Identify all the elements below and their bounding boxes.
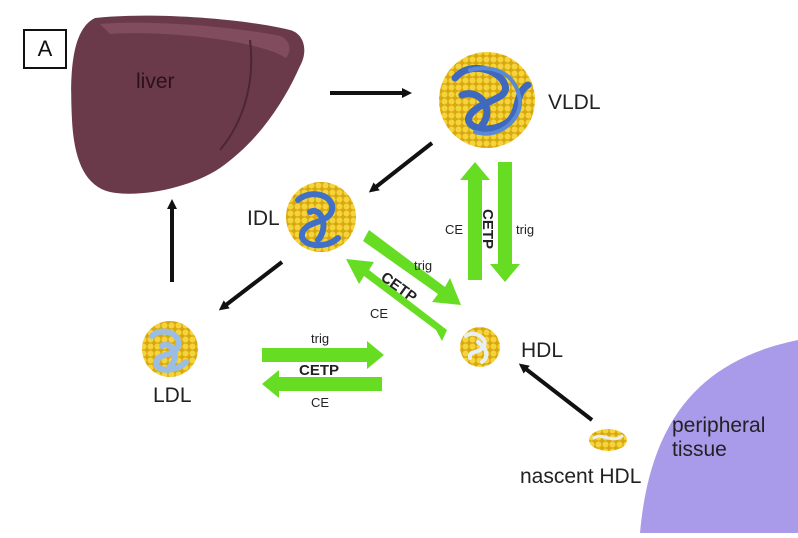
ldl-hdl-ce-label: CE: [311, 395, 330, 410]
arrow-ldl-to-hdl-trig: [262, 341, 384, 369]
arrow-idl-to-hdl-trig: [363, 230, 461, 305]
liver-shape: [71, 15, 305, 194]
peripheral-tissue-label-line1: peripheral: [672, 414, 766, 437]
arrow-hdl-to-idl-ce: [346, 259, 447, 341]
hdl-label: HDL: [521, 339, 564, 362]
peripheral-tissue-shape: [640, 340, 798, 533]
arrow-hdl-to-ldl-ce: [262, 370, 382, 398]
liver-label: liver: [136, 70, 175, 93]
vldl-hdl-ce-label: CE: [445, 222, 464, 237]
arrow-vldl-to-hdl-trig: [490, 162, 520, 282]
nascent-hdl-particle: [589, 429, 627, 451]
vldl-label: VLDL: [548, 91, 601, 114]
nascent-hdl-label: nascent HDL: [520, 465, 642, 488]
ldl-particle: [142, 321, 198, 377]
vldl-hdl-cetp-label: CETP: [479, 209, 496, 250]
panel-label: A: [23, 29, 67, 69]
ldl-label: LDL: [153, 384, 192, 407]
vldl-hdl-trig-label: trig: [516, 222, 535, 237]
idl-hdl-ce-label: CE: [370, 306, 389, 321]
vldl-particle: [439, 52, 535, 148]
ldl-hdl-cetp-label: CETP: [299, 362, 340, 379]
arrow-vldl-to-idl: [368, 141, 434, 193]
arrow-nascent-to-hdl: [518, 363, 594, 422]
arrow-hdl-to-vldl-ce: [460, 162, 490, 280]
hdl-particle: [460, 327, 500, 367]
ldl-hdl-trig-label: trig: [311, 331, 330, 346]
idl-hdl-trig-label: trig: [414, 258, 433, 273]
idl-label: IDL: [247, 207, 280, 230]
idl-particle: [286, 182, 356, 252]
arrow-idl-to-ldl: [218, 260, 284, 311]
peripheral-tissue-label-line2: tissue: [672, 438, 727, 461]
